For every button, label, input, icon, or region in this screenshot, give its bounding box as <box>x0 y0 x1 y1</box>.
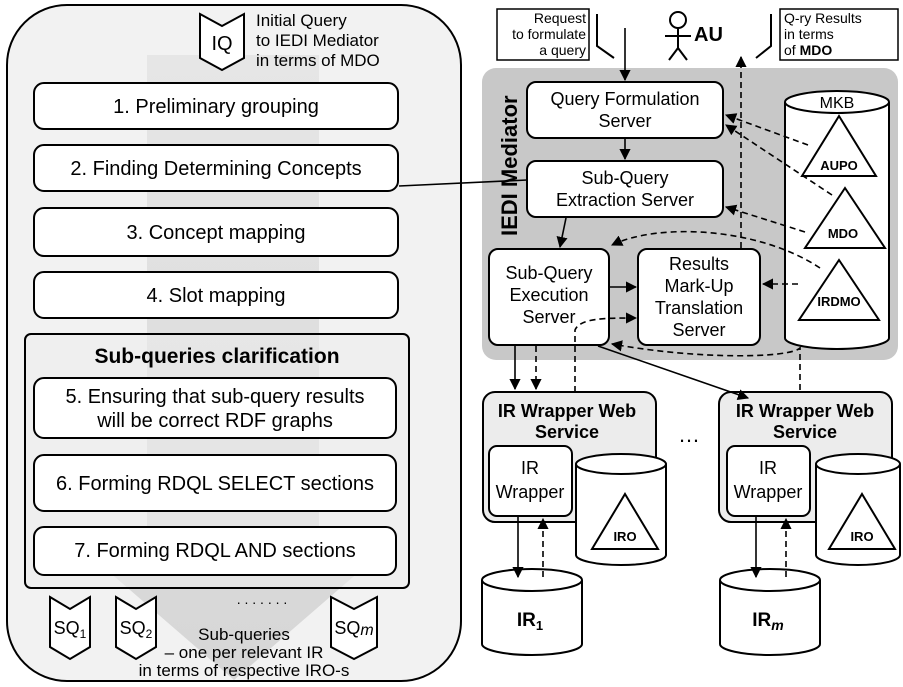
mkb-label: MKB <box>820 95 855 112</box>
initial-query-line-3: in terms of MDO <box>256 51 380 70</box>
step-4-box: 4. Slot mapping <box>33 271 399 319</box>
sq-2-badge: SQ2 <box>115 595 157 661</box>
subqueries-caption-line-3: in terms of respective IRO-s <box>139 661 350 680</box>
wrapper-service-m-title-1: IR Wrapper Web <box>736 401 874 421</box>
iro-m-label: IRO <box>850 529 873 544</box>
sq-dots: . . . . . . . <box>237 591 288 607</box>
results-box: Q-ry Results in terms of MDO <box>779 8 899 61</box>
subquery-execution-server: Sub-Query Execution Server <box>488 248 610 346</box>
irdmo-to-execution-arrow <box>610 230 821 269</box>
sq-m-label: SQm <box>334 618 373 639</box>
wrapper-service-1-title-2: Service <box>535 422 599 442</box>
extraction-to-execution-arrow <box>556 217 568 249</box>
results-translation-line-2: Mark-Up <box>664 276 733 296</box>
results-translation-line-4: Server <box>672 320 725 340</box>
results-translation-line-1: Results <box>669 254 729 274</box>
request-line-3: a query <box>539 42 586 58</box>
irdmo-label: IRDMO <box>817 294 860 309</box>
initial-query-line-1: Initial Query <box>256 11 347 30</box>
wrapper-1-to-translation-arrow <box>574 312 638 392</box>
request-line-2: to formulate <box>512 26 586 42</box>
mdo-to-formulation-arrow <box>725 124 833 196</box>
step-5-line-2: will be correct RDF graphs <box>96 410 333 432</box>
results-line-2: in terms <box>784 26 834 42</box>
results-callout-line <box>755 14 772 59</box>
sq-1-badge: SQ1 <box>49 595 91 661</box>
query-formulation-line-2: Server <box>598 111 651 131</box>
step-7-box: 7. Forming RDQL AND sections <box>33 526 397 576</box>
wrapper-m-to-execution-arrow <box>610 340 801 390</box>
mediator-label: IEDI Mediator <box>497 95 522 236</box>
query-formulation-server: Query Formulation Server <box>526 81 724 139</box>
aupo-ontology: AUPO <box>800 114 878 177</box>
subquery-extraction-line-2: Extraction Server <box>556 190 694 210</box>
wrapper-service-m-title-2: Service <box>773 422 837 442</box>
iro-1-label: IRO <box>613 529 636 544</box>
irdmo-ontology: IRDMO <box>797 258 881 321</box>
sq-m-badge: SQm <box>330 595 378 661</box>
step-6-box: 6. Forming RDQL SELECT sections <box>33 454 397 512</box>
mdo-to-extraction-arrow <box>724 204 806 233</box>
step-3-label: 3. Concept mapping <box>126 222 305 244</box>
step-4-label: 4. Slot mapping <box>147 285 286 307</box>
actor-label: AU <box>694 24 723 46</box>
step-1-label: 1. Preliminary grouping <box>113 96 319 118</box>
results-translation-server: Results Mark-Up Translation Server <box>637 248 761 346</box>
request-line-1: Request <box>534 10 586 26</box>
ir-wrapper-m-box: IR Wrapper <box>726 445 811 517</box>
initial-query: IQ Initial Query to IEDI Mediator in ter… <box>199 11 380 72</box>
results-line-1: Q-ry Results <box>784 10 862 26</box>
step-7-label: 7. Forming RDQL AND sections <box>74 540 356 562</box>
wrapper-service-1-title-1: IR Wrapper Web <box>498 401 636 421</box>
aupo-to-formulation-arrow <box>724 113 809 146</box>
mdo-ontology: MDO <box>803 186 887 249</box>
sq-1-label: SQ1 <box>54 618 87 641</box>
subquery-execution-line-1: Sub-Query <box>505 263 592 283</box>
ir-1-cylinder: IR1 <box>481 568 583 656</box>
request-box: Request to formulate a query <box>496 8 590 61</box>
left-to-extraction-line <box>398 179 528 187</box>
ir-wrapper-1-line-1: IR <box>521 458 539 478</box>
ir-wrapper-m-line-2: Wrapper <box>734 482 803 502</box>
request-callout-line <box>596 14 615 59</box>
ir-1-label: IR1 <box>517 610 543 633</box>
query-formulation-line-1: Query Formulation <box>550 89 699 109</box>
ir-wrapper-1-box: IR Wrapper <box>488 445 573 517</box>
iq-badge-label: IQ <box>211 33 232 55</box>
subquery-execution-line-3: Server <box>522 307 575 327</box>
iro-m-cylinder: IRO <box>815 453 901 566</box>
results-translation-line-3: Translation <box>655 298 743 318</box>
wrappers-ellipsis: … <box>678 422 700 447</box>
step-5-line-1: 5. Ensuring that sub-query results <box>65 386 364 408</box>
ir-m-label: IRm <box>752 610 783 633</box>
aupo-label: AUPO <box>820 158 858 173</box>
sq-2-label: SQ2 <box>120 618 153 641</box>
subquery-execution-line-2: Execution <box>509 285 588 305</box>
results-line-3: of MDO <box>784 42 832 58</box>
step-2-label: 2. Finding Determining Concepts <box>70 158 361 180</box>
ir-m-cylinder: IRm <box>719 568 821 656</box>
iro-1-cylinder: IRO <box>575 453 667 566</box>
iq-badge <box>199 12 245 72</box>
subquery-extraction-line-1: Sub-Query <box>581 168 668 188</box>
execution-to-wrapper-m-arrow <box>597 345 750 400</box>
mdo-label: MDO <box>828 226 858 241</box>
step-3-box: 3. Concept mapping <box>33 207 399 257</box>
step-6-label: 6. Forming RDQL SELECT sections <box>56 473 374 495</box>
connectors-solid <box>398 28 762 579</box>
step-5-box: 5. Ensuring that sub-query results will … <box>33 377 397 439</box>
initial-query-line-2: to IEDI Mediator <box>256 31 379 50</box>
connectors-dashed <box>530 55 833 577</box>
ir-wrapper-1-line-2: Wrapper <box>496 482 565 502</box>
subquery-extraction-server: Sub-Query Extraction Server <box>526 160 724 218</box>
user-actor-icon <box>665 11 691 61</box>
step-1-box: 1. Preliminary grouping <box>33 82 399 130</box>
ir-wrapper-m-line-1: IR <box>759 458 777 478</box>
subqueries-clarification-title: Sub-queries clarification <box>94 345 339 368</box>
subqueries-caption-line-1: Sub-queries <box>198 625 290 644</box>
step-2-box: 2. Finding Determining Concepts <box>33 144 399 192</box>
subqueries-caption-line-2: – one per relevant IR <box>165 643 324 662</box>
